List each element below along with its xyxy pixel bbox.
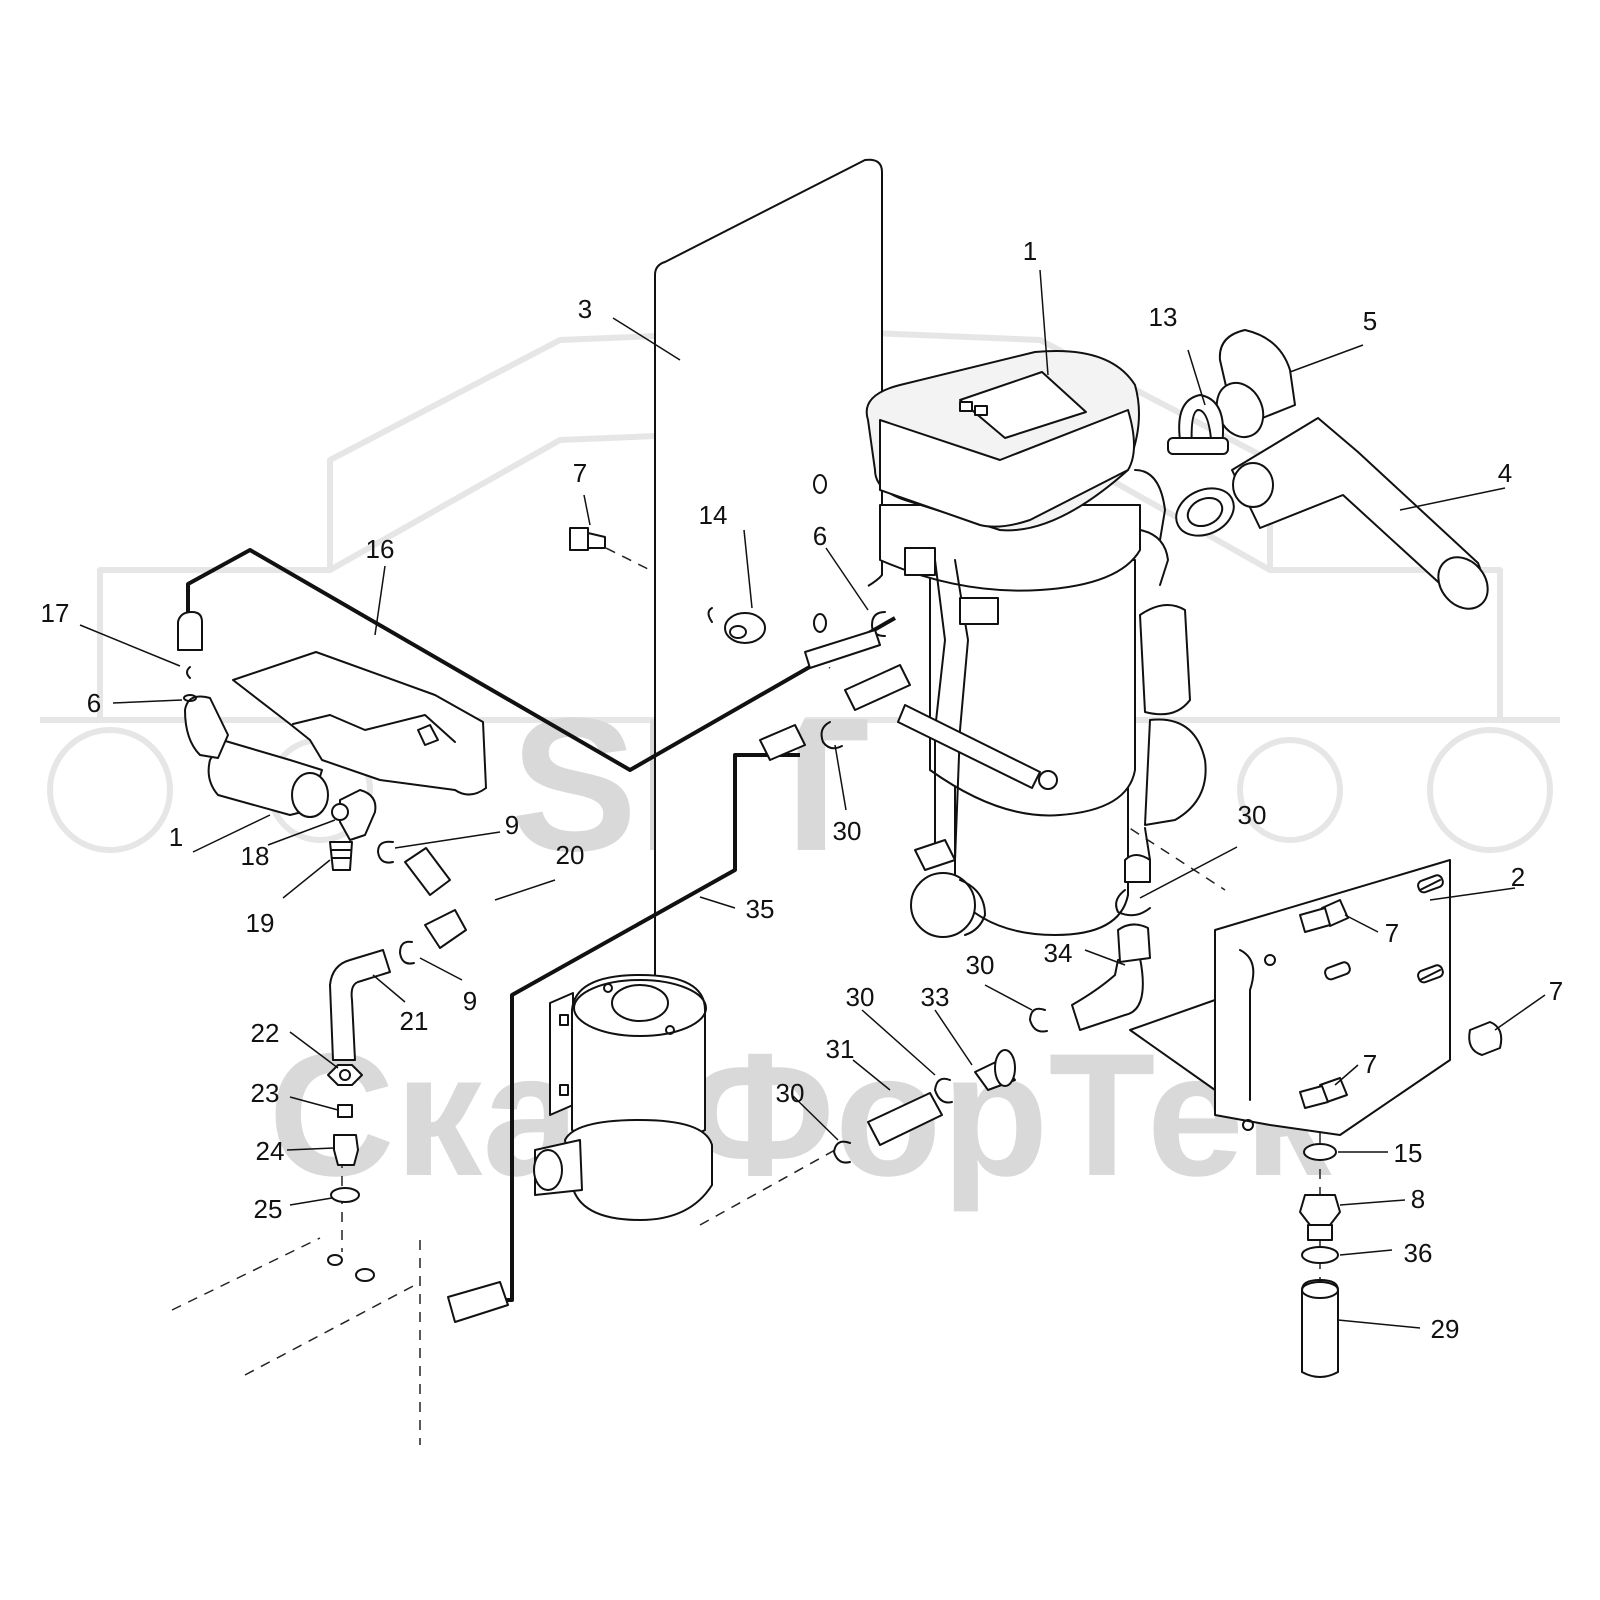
- heater-inlet-stub: [844, 664, 911, 711]
- callout-labels: 1 1 2 3 4 5 6 6 7 7 7 7 8 9 9 13 14 15 1…: [41, 236, 1564, 1344]
- part-14-spacer: [707, 607, 766, 644]
- callout-16: 16: [366, 534, 395, 564]
- callout-5: 5: [1363, 306, 1377, 336]
- callout-1-filter: 1: [169, 822, 183, 852]
- part-35-hose-top: [759, 724, 806, 761]
- part-16-pipe: [186, 548, 896, 772]
- callout-20: 20: [556, 840, 585, 870]
- callout-35: 35: [746, 894, 775, 924]
- callout-7-bracket-top: 7: [1385, 918, 1399, 948]
- callout-4: 4: [1498, 458, 1512, 488]
- callout-25: 25: [254, 1194, 283, 1224]
- callout-13: 13: [1149, 302, 1178, 332]
- callout-17: 17: [41, 598, 70, 628]
- callout-19: 19: [246, 908, 275, 938]
- drain-fittings: [1299, 1143, 1341, 1378]
- callout-33: 33: [921, 982, 950, 1012]
- callout-15: 15: [1394, 1138, 1423, 1168]
- part-6-clip-right: [871, 611, 886, 637]
- fuel-pipe-stub: [804, 629, 881, 669]
- part-1-heater-unit: [865, 350, 1207, 938]
- callout-6-right: 6: [813, 521, 827, 551]
- callout-21: 21: [400, 1006, 429, 1036]
- callout-23: 23: [251, 1078, 280, 1108]
- part-13-clamp: [1167, 394, 1229, 455]
- callout-18: 18: [241, 841, 270, 871]
- fuel-line-fittings: [833, 889, 1151, 1164]
- callout-9-lower: 9: [463, 986, 477, 1016]
- part-2-bracket: [1129, 859, 1451, 1136]
- callout-36: 36: [1404, 1238, 1433, 1268]
- callout-24: 24: [256, 1136, 285, 1166]
- part-13-clamp-lower: [1175, 462, 1274, 537]
- part-35-hose-end: [447, 1281, 509, 1323]
- callout-30-hose-right: 30: [966, 950, 995, 980]
- callout-31: 31: [826, 1034, 855, 1064]
- callout-7-bracket-bottom: 7: [1363, 1049, 1377, 1079]
- left-filter-group: [177, 611, 487, 1203]
- callout-14: 14: [699, 500, 728, 530]
- part-5-elbow: [1215, 329, 1296, 439]
- callout-7-bracket-right: 7: [1549, 976, 1563, 1006]
- callout-29: 29: [1431, 1314, 1460, 1344]
- callout-6-left: 6: [87, 688, 101, 718]
- part-4-duct: [1231, 417, 1489, 610]
- callout-3: 3: [578, 294, 592, 324]
- callout-2: 2: [1511, 862, 1525, 892]
- callout-30-plate: 30: [833, 816, 862, 846]
- callout-9-upper: 9: [505, 810, 519, 840]
- callout-30-hose-mid: 30: [846, 982, 875, 1012]
- callout-30-hose-left: 30: [776, 1078, 805, 1108]
- leader-lines: [79, 269, 1546, 1329]
- callout-22: 22: [251, 1018, 280, 1048]
- callout-34: 34: [1044, 938, 1073, 968]
- callout-30-exhaust: 30: [1238, 800, 1267, 830]
- part-3-plate: [654, 158, 883, 1030]
- callout-8: 8: [1411, 1184, 1425, 1214]
- callout-7-top: 7: [573, 458, 587, 488]
- callout-1-heater: 1: [1023, 236, 1037, 266]
- fuel-pump-canister: [533, 974, 713, 1221]
- watermark-brand-text: СканФорТек: [268, 1018, 1332, 1213]
- fuel-tank-outline: [327, 1254, 375, 1282]
- part-7-bolts: [569, 527, 1503, 1109]
